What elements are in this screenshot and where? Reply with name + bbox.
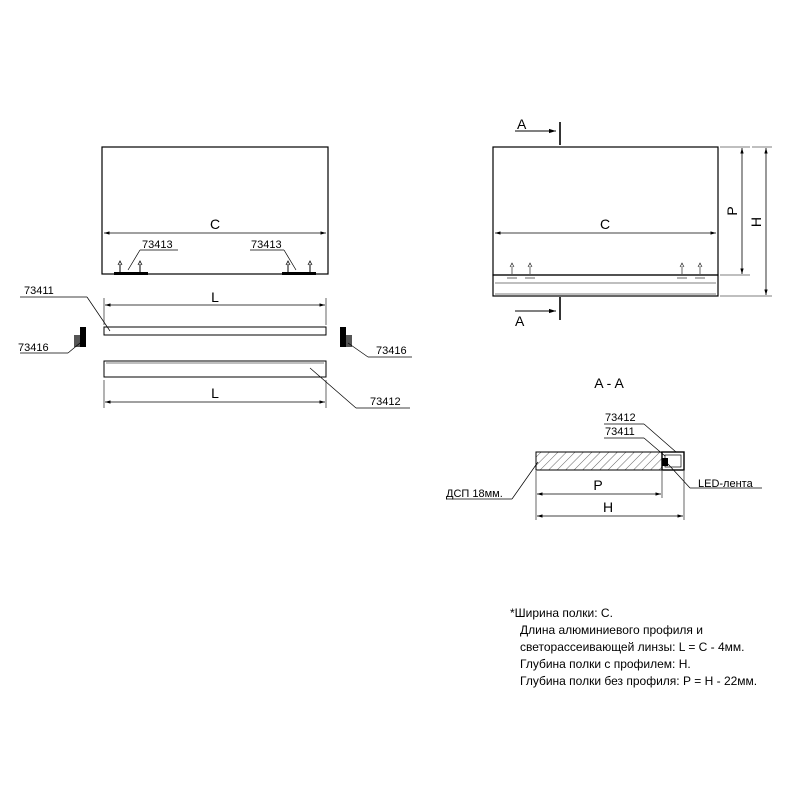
end-cap-right — [340, 327, 352, 347]
note-line: Глубина полки с профилем: Н. — [520, 657, 691, 671]
label-section-profile: 73411 — [605, 426, 635, 438]
shelf-front-outline — [101, 146, 329, 275]
assembled-clips — [507, 262, 705, 279]
exploded-parts: L 73411 73416 73416 73412 L — [18, 285, 412, 409]
note-line: Длина алюминиевого профиля и — [520, 623, 703, 637]
label-end-cap-left: 73416 — [18, 342, 49, 354]
end-cap-left — [74, 327, 86, 347]
clip-right — [282, 260, 316, 275]
clip-left — [114, 260, 148, 275]
led-strip-section — [662, 458, 668, 466]
profile-bar — [103, 326, 327, 336]
section-title: A - A — [594, 375, 624, 391]
left-front-view: C 73413 73413 — [101, 146, 329, 275]
dim-label-c-right: C — [600, 216, 610, 232]
label-lens: 73412 — [370, 396, 401, 408]
label-clip-left: 73413 — [142, 239, 173, 251]
section-mark-bottom: A — [515, 313, 525, 329]
dim-label-l-bottom: L — [211, 385, 219, 401]
label-chipboard: ДСП 18мм. — [446, 488, 503, 500]
label-clip-right: 73413 — [251, 239, 282, 251]
chipboard-section — [535, 451, 663, 471]
label-section-lens: 73412 — [605, 412, 636, 424]
section-a-a: A - A 73412 73411 LED-лента ДСП 18мм. P … — [446, 375, 762, 520]
dim-label-c-front: C — [210, 216, 220, 232]
assembled-profile — [492, 274, 719, 297]
shelf-assembled-outline — [492, 146, 719, 276]
lens-bar — [103, 360, 327, 378]
dim-label-p: P — [724, 206, 740, 215]
notes-block: *Ширина полки: С. Длина алюминиевого про… — [510, 605, 757, 690]
right-assembled-view: C A A P H — [492, 116, 772, 329]
dim-label-h-section: H — [603, 499, 613, 515]
dim-label-h: H — [748, 217, 764, 227]
note-line: светорассеивающей линзы: L = С - 4мм. — [520, 640, 745, 654]
note-line: Глубина полки без профиля: Р = Н - 22мм. — [520, 674, 758, 688]
dim-label-p-section: P — [593, 477, 602, 493]
note-line: *Ширина полки: С. — [510, 606, 613, 620]
label-profile: 73411 — [24, 285, 54, 297]
dim-label-l-top: L — [211, 289, 219, 305]
section-mark-top: A — [517, 116, 527, 132]
label-led: LED-лента — [698, 478, 754, 490]
label-end-cap-right: 73416 — [376, 345, 407, 357]
